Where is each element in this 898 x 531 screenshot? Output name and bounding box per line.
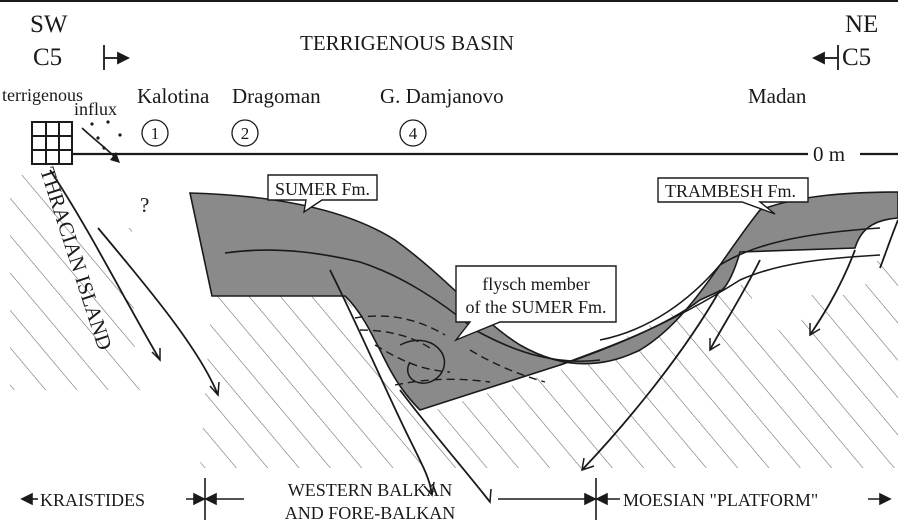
locality-dragoman: Dragoman [232, 84, 321, 108]
zone-arrows [20, 492, 892, 506]
locality-number-2: 2 [241, 124, 250, 143]
fault-moesian-3 [809, 249, 856, 336]
left-section-code: C5 [33, 44, 62, 71]
influx-label-1: terrigenous [2, 85, 83, 105]
influx-label-2: influx [74, 99, 117, 119]
zone-western-balkan-2: AND FORE-BALKAN [285, 503, 456, 523]
fault-moesian-4 [879, 219, 898, 269]
trambesh-base-contact [559, 254, 881, 366]
locality-damjanovo: G. Damjanovo [380, 84, 504, 108]
locality-kalotina: Kalotina [137, 84, 210, 108]
fault-arrows [151, 323, 821, 504]
flysch-label-1: flysch member [482, 274, 589, 294]
sea-level-label: 0 m [813, 142, 845, 166]
flysch-label-2: of the SUMER Fm. [465, 297, 606, 317]
locality-markers [141, 119, 427, 147]
right-section-code: C5 [842, 44, 871, 71]
fault-basin-2 [399, 389, 491, 503]
fault-thracian-2 [97, 227, 219, 396]
left-section-marker [103, 45, 131, 70]
trambesh-inner-contact [599, 227, 881, 341]
fault-basin-1 [329, 269, 433, 496]
trambesh-label: TRAMBESH Fm. [665, 181, 796, 201]
thracian-island-block [31, 121, 73, 165]
locality-madan: Madan [748, 84, 807, 108]
fault-moesian-1 [581, 289, 721, 471]
ne-label: NE [845, 11, 878, 38]
sumer-label: SUMER Fm. [275, 179, 370, 199]
flysch-callout [453, 265, 617, 342]
flysch-fold [399, 339, 446, 384]
locality-number-4: 4 [409, 124, 418, 143]
flysch-dashed-lines [354, 315, 546, 386]
zone-kraistides: KRAISTIDES [40, 490, 145, 510]
locality-number-1: 1 [151, 124, 160, 143]
sw-label: SW [30, 11, 68, 38]
faults [49, 169, 898, 503]
influx-arrow [81, 120, 122, 163]
sumer-callout [267, 174, 378, 214]
fault-moesian-2 [709, 259, 761, 351]
zone-western-balkan-1: WESTERN BALKAN [288, 480, 453, 500]
basement-hatching [10, 175, 898, 468]
basin-title: TERRIGENOUS BASIN [300, 31, 514, 55]
unknown-question-mark: ? [140, 193, 149, 217]
sumer-formation-body [189, 191, 898, 411]
fault-thracian-1 [49, 169, 161, 361]
zone-moesian: MOESIAN "PLATFORM" [623, 490, 818, 510]
right-section-marker [811, 45, 839, 70]
sumer-inner-contact [224, 249, 601, 363]
trambesh-callout [657, 177, 809, 215]
